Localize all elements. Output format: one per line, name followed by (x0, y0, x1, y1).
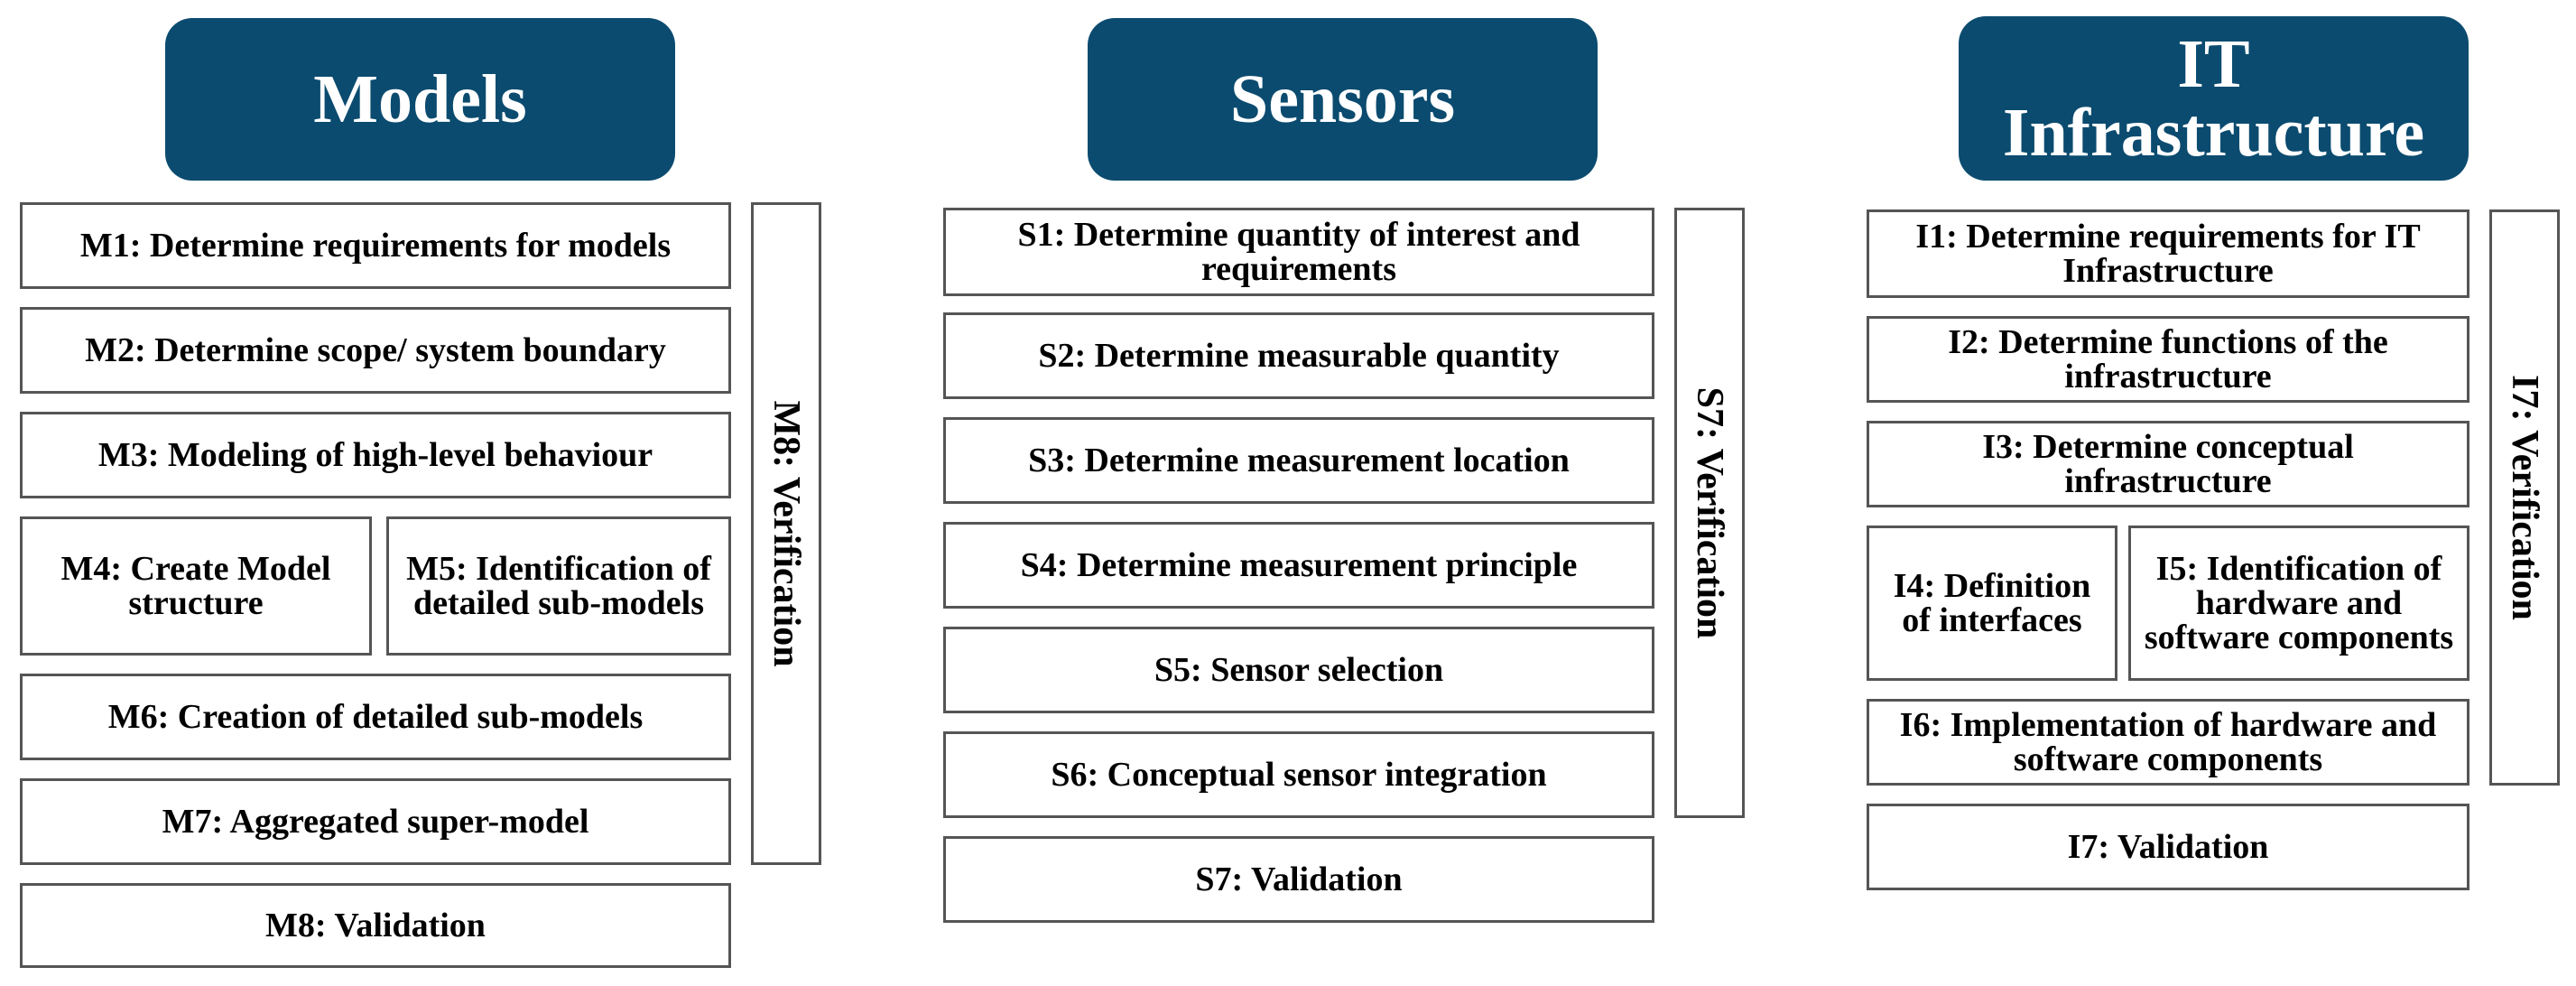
step-m4: M4: Create Model structure (20, 516, 372, 656)
step-s7-validation: S7: Validation (943, 836, 1654, 923)
step-m3: M3: Modeling of high-level behaviour (20, 412, 731, 498)
step-s3: S3: Determine measurement location (943, 417, 1654, 504)
step-i3: I3: Determine conceptual infrastructure (1867, 421, 2469, 507)
step-i6: I6: Implementation of hardware and softw… (1867, 699, 2469, 786)
it-infrastructure-header: IT Infrastructure (1959, 16, 2469, 181)
step-i4: I4: Definition of interfaces (1867, 526, 2117, 681)
step-i1: I1: Determine requirements for IT Infras… (1867, 209, 2469, 298)
step-m7: M7: Aggregated super-model (20, 778, 731, 865)
step-s2: S2: Determine measurable quantity (943, 312, 1654, 399)
step-s1: S1: Determine quantity of interest and r… (943, 208, 1654, 296)
step-m6: M6: Creation of detailed sub-models (20, 674, 731, 760)
sensors-header: Sensors (1088, 18, 1598, 181)
step-s4: S4: Determine measurement principle (943, 522, 1654, 609)
step-s5: S5: Sensor selection (943, 627, 1654, 713)
sensors-verification-bar: S7: Verification (1674, 208, 1745, 818)
step-i5: I5: Identification of hardware and softw… (2128, 526, 2469, 681)
it-verification-bar: I7: Verification (2489, 209, 2560, 786)
models-verification-bar: M8: Verification (751, 202, 821, 865)
step-m2: M2: Determine scope/ system boundary (20, 307, 731, 394)
sensors-verification-label: S7: Verification (1689, 386, 1730, 639)
step-i2: I2: Determine functions of the infrastru… (1867, 316, 2469, 403)
models-verification-label: M8: Verification (765, 400, 807, 667)
models-header: Models (165, 18, 675, 181)
step-m1: M1: Determine requirements for models (20, 202, 731, 289)
step-i7-validation: I7: Validation (1867, 804, 2469, 890)
step-m5: M5: Identification of detailed sub-model… (386, 516, 731, 656)
it-verification-label: I7: Verification (2504, 375, 2545, 620)
step-s6: S6: Conceptual sensor integration (943, 731, 1654, 818)
step-m8-validation: M8: Validation (20, 883, 731, 968)
